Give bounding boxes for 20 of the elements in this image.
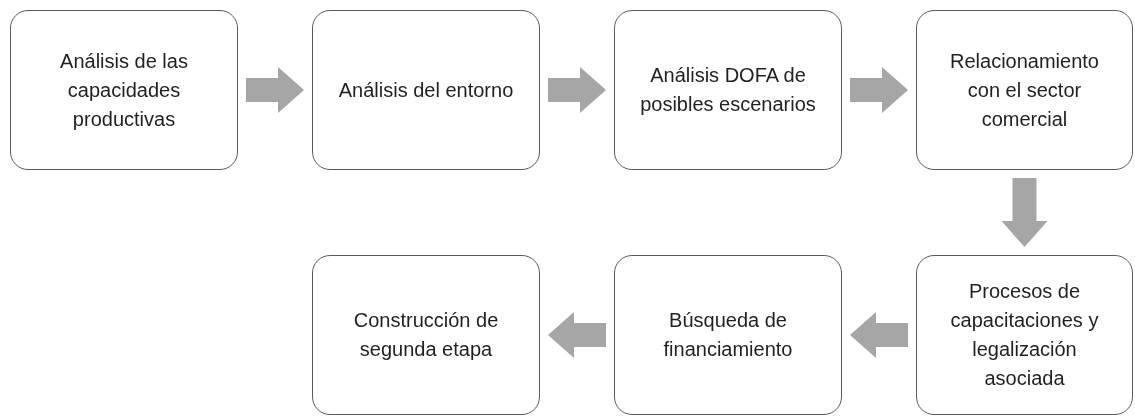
box-text: Análisis DOFA de posibles escenarios <box>639 63 817 117</box>
box-text: Análisis de las capacidades productivas <box>59 48 189 132</box>
process-box <box>916 255 1133 415</box>
block-arrow <box>548 312 606 358</box>
box-text: Análisis del entorno <box>338 77 514 103</box>
process-box <box>312 255 540 415</box>
process-box <box>614 255 842 415</box>
box-text: Relacionamiento con el sector comercial <box>949 48 1100 132</box>
block-arrow <box>850 312 908 358</box>
block-arrow <box>548 67 606 113</box>
block-arrow <box>246 67 304 113</box>
process-box <box>10 10 238 170</box>
process-box <box>614 10 842 170</box>
process-box <box>312 10 540 170</box>
box-text: Procesos de capacitaciones y legalización asociada <box>949 279 1100 391</box>
block-arrow <box>850 67 908 113</box>
box-text: Construcción de segunda etapa <box>352 308 500 362</box>
block-arrow <box>1001 178 1048 247</box>
box-text: Búsqueda de financiamiento <box>662 308 794 362</box>
process-box <box>916 10 1133 170</box>
